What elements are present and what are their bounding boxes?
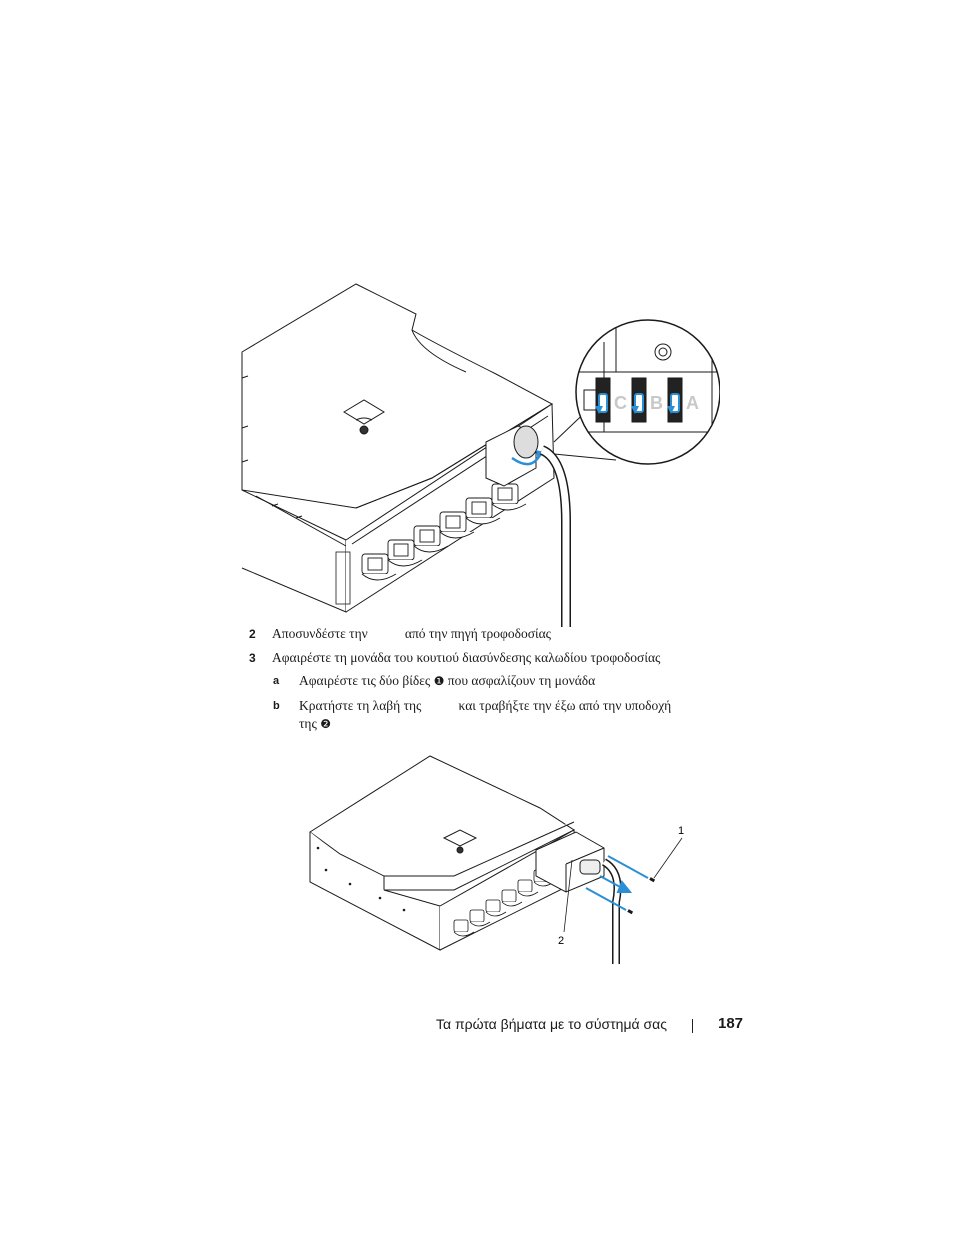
substep-a-text: Αφαιρέστε τις δύο βίδες ❶ που ασφαλίζουν… [299,672,595,690]
chassis-rear-illustration: C B A [241,283,720,627]
figure-cable-box-removal: 1 2 [304,752,692,964]
step-2-number: 2 [249,627,256,641]
substep-b-line1: Κρατήστε τη λαβή της και τραβήξτε την έξ… [299,698,672,713]
step-3-number: 3 [249,651,256,665]
callout-marker-2: ❷ [320,717,331,731]
chassis-side-illustration: 1 2 [309,755,684,964]
inset-label-a: A [686,393,699,413]
callout-marker-1: ❶ [433,674,445,688]
substep-a-text-before: Αφαιρέστε τις δύο βίδες [299,673,431,688]
inset-label-b: B [650,393,663,413]
substep-a-text-after: που ασφαλίζουν τη μονάδα [447,673,596,688]
substep-b-letter: b [273,700,280,712]
footer-section-title: Τα πρώτα βήματα με το σύστημά σας [436,1016,667,1032]
callout-2: 2 [558,935,564,947]
page-number: 187 [718,1015,744,1032]
substep-b-line2-text: της [299,716,317,731]
step-2-text: Αποσυνδέστε την από την πηγή τροφοδοσίας [272,626,552,641]
substep-b-line2: της ❷ [299,715,331,733]
figure-power-cable-disconnect: C B A [236,282,720,627]
substep-a-letter: a [273,675,280,687]
footer-divider [692,1019,693,1033]
callout-1: 1 [678,825,684,837]
inset-label-c: C [614,393,627,413]
step-3-text: Αφαιρέστε τη μονάδα του κουτιού διασύνδε… [272,650,661,665]
